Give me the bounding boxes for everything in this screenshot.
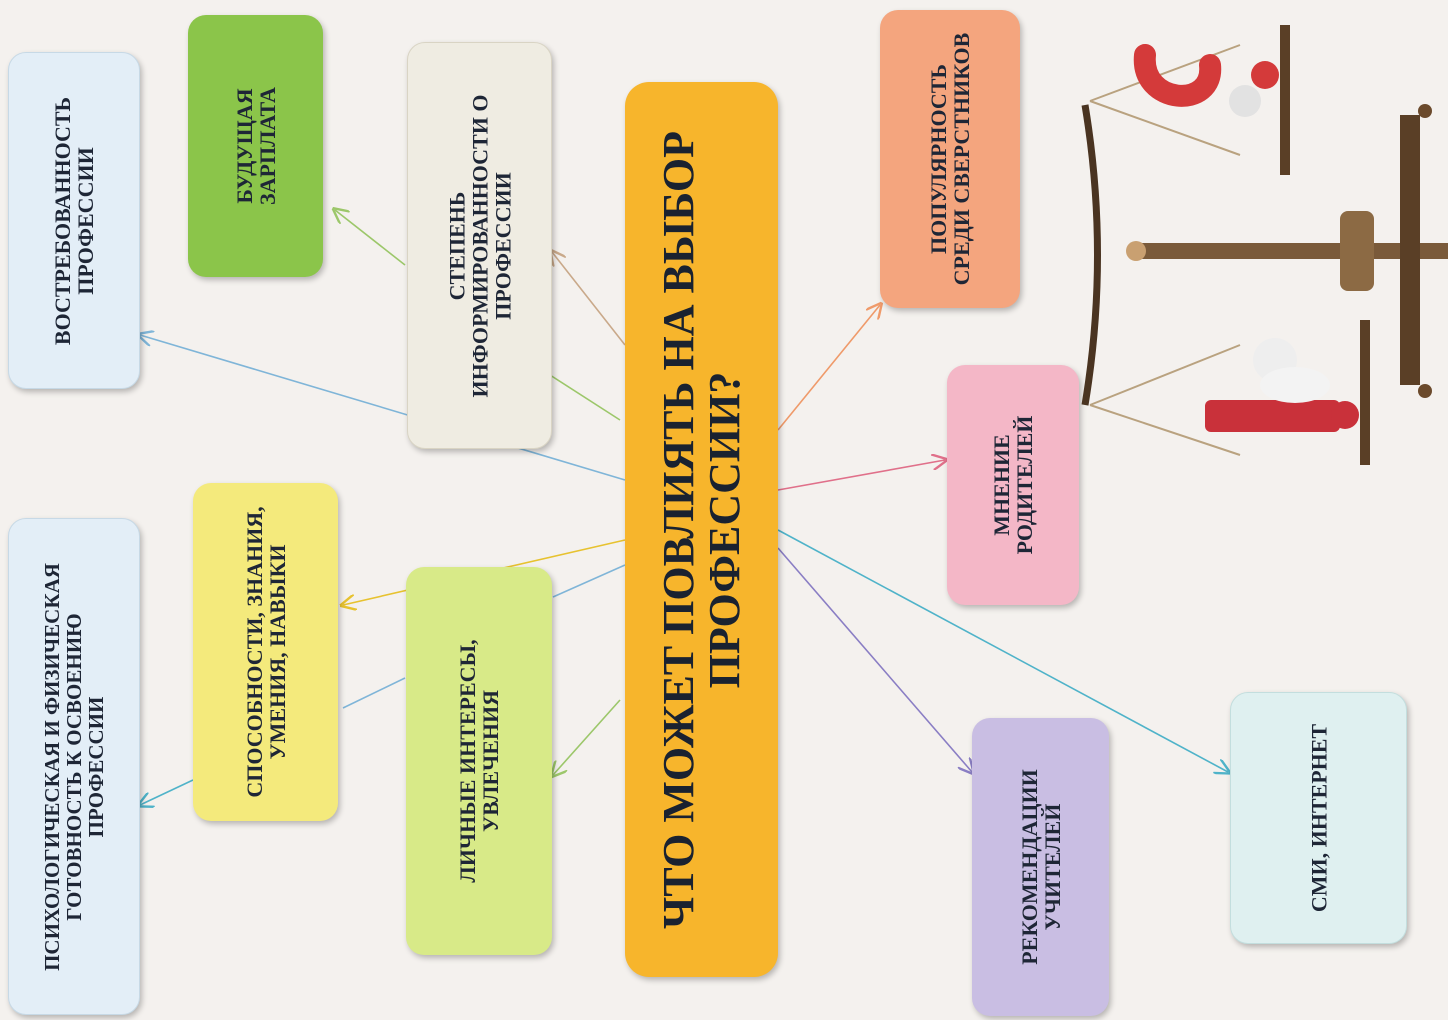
node-gotovnost: ПСИХОЛОГИЧЕСКАЯ И ФИЗИЧЕСКАЯ ГОТОВНОСТЬ … xyxy=(8,518,140,1015)
node-vostrebovannost: ВОСТРЕБОВАННОСТЬ ПРОФЕССИИ xyxy=(8,52,140,389)
node-interesy-label: ЛИЧНЫЕ ИНТЕРЕСЫ, УВЛЕЧЕНИЯ xyxy=(454,639,503,883)
edge-uchitelya xyxy=(777,547,972,772)
edge-informirovannost-green xyxy=(549,374,621,421)
edge-smi xyxy=(777,529,1228,772)
node-uchitelya-label: РЕКОМЕНДАЦИИ УЧИТЕЛЕЙ xyxy=(1016,769,1065,965)
node-uchitelya: РЕКОМЕНДАЦИИ УЧИТЕЛЕЙ xyxy=(972,718,1109,1016)
edge-zarplata xyxy=(335,210,406,266)
node-gotovnost-label: ПСИХОЛОГИЧЕСКАЯ И ФИЗИЧЕСКАЯ ГОТОВНОСТЬ … xyxy=(39,562,109,971)
node-roditeli-label: МНЕНИЕ РОДИТЕЛЕЙ xyxy=(988,415,1037,555)
node-smi-label: СМИ, ИНТЕРНЕТ xyxy=(1305,723,1331,913)
edge-gotovnost xyxy=(140,779,194,805)
edge-gotovnost-b xyxy=(342,677,406,709)
scales-illustration xyxy=(1081,25,1448,465)
edge-roditeli xyxy=(777,460,945,491)
node-zarplata-label: БУДУЩАЯ ЗАРПЛАТА xyxy=(231,87,280,205)
node-sposobnosti-label: СПОСОБНОСТИ, ЗНАНИЯ, УМЕНИЯ, НАВЫКИ xyxy=(241,506,290,798)
node-populyarnost-label: ПОПУЛЯРНОСТЬ СРЕДИ СВЕРСТНИКОВ xyxy=(925,32,974,286)
center-node: ЧТО МОЖЕТ ПОВЛИЯТЬ НА ВЫБОР ПРОФЕССИИ? xyxy=(625,82,778,977)
node-informirovannost: СТЕПЕНЬ ИНФОРМИРОВАННОСТИ О ПРОФЕССИИ xyxy=(407,42,552,449)
node-roditeli: МНЕНИЕ РОДИТЕЛЕЙ xyxy=(947,365,1079,605)
node-vostrebovannost-label: ВОСТРЕБОВАННОСТЬ ПРОФЕССИИ xyxy=(49,96,98,345)
node-populyarnost: ПОПУЛЯРНОСТЬ СРЕДИ СВЕРСТНИКОВ xyxy=(880,10,1020,308)
node-informirovannost-label: СТЕПЕНЬ ИНФОРМИРОВАННОСТИ О ПРОФЕССИИ xyxy=(443,94,516,397)
edge-interesy xyxy=(553,699,621,775)
node-smi: СМИ, ИНТЕРНЕТ xyxy=(1230,692,1407,944)
edge-populyarnost xyxy=(777,305,880,431)
node-zarplata: БУДУЩАЯ ЗАРПЛАТА xyxy=(188,15,323,277)
edge-vostrebovannost xyxy=(140,335,626,481)
node-sposobnosti: СПОСОБНОСТИ, ЗНАНИЯ, УМЕНИЯ, НАВЫКИ xyxy=(193,483,338,821)
edge-gotovnost-a xyxy=(552,564,626,598)
center-node-label: ЧТО МОЖЕТ ПОВЛИЯТЬ НА ВЫБОР ПРОФЕССИИ? xyxy=(653,130,749,929)
edge-informirovannost xyxy=(552,252,626,346)
node-interesy: ЛИЧНЫЕ ИНТЕРЕСЫ, УВЛЕЧЕНИЯ xyxy=(406,567,552,955)
